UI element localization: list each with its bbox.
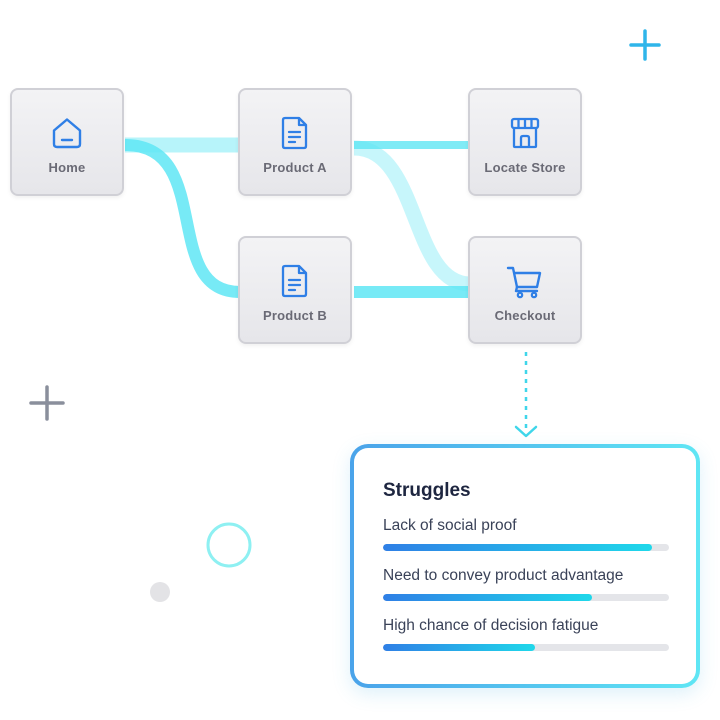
storefront-icon [506,114,544,152]
dot-decoration [150,582,170,602]
struggle-bar-track [383,644,669,651]
struggles-card: Struggles Lack of social proof Need to c… [350,444,700,688]
node-product-b[interactable]: Product B [238,236,352,344]
struggle-bar-fill [383,594,592,601]
struggle-list: Lack of social proof Need to convey prod… [383,517,669,651]
struggle-bar-track [383,544,669,551]
chevron-down-icon [514,425,538,438]
ring-decoration [206,522,252,568]
node-label: Home [48,160,86,175]
node-checkout[interactable]: Checkout [468,236,582,344]
struggle-item: Lack of social proof [383,517,669,551]
flow-home-product-b [124,139,241,298]
shopping-cart-icon [506,262,544,300]
node-product-a[interactable]: Product A [238,88,352,196]
node-home[interactable]: Home [10,88,124,196]
plus-icon [629,29,661,61]
struggle-item: High chance of decision fatigue [383,617,669,651]
struggle-bar-fill [383,644,535,651]
node-label: Product A [263,160,327,175]
struggle-item: Need to convey product advantage [383,567,669,601]
node-label: Product B [263,308,327,323]
flow-product-a-checkout [353,140,471,292]
document-icon [276,114,314,152]
struggle-label: High chance of decision fatigue [383,617,599,634]
struggle-label: Need to convey product advantage [383,567,624,584]
document-icon [276,262,314,300]
struggle-bar-track [383,594,669,601]
struggles-title: Struggles [383,480,471,501]
plus-icon [29,385,65,421]
node-locate-store[interactable]: Locate Store [468,88,582,196]
struggle-bar-fill [383,544,652,551]
struggle-label: Lack of social proof [383,517,517,534]
home-icon [48,114,86,152]
node-label: Locate Store [484,160,566,175]
node-label: Checkout [494,308,556,323]
